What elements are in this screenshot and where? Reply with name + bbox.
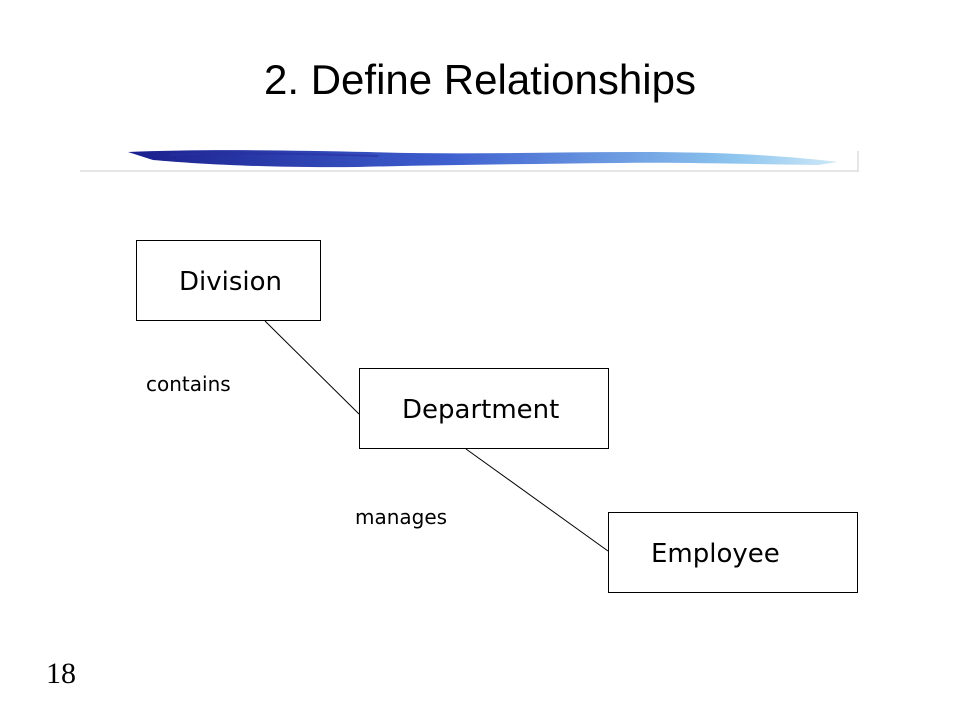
manages-connector-line xyxy=(465,448,609,552)
entity-division: Division xyxy=(136,240,321,321)
entity-department-label: Department xyxy=(402,395,560,425)
slide-title: 2. Define Relationships xyxy=(264,56,696,103)
entity-division-label: Division xyxy=(179,267,283,297)
entity-department: Department xyxy=(359,368,609,449)
entity-employee-label: Employee xyxy=(651,539,780,569)
title-decorative-rule xyxy=(80,150,859,172)
contains-connector-line xyxy=(264,320,360,415)
relationship-contains-label: contains xyxy=(146,372,231,396)
entity-employee: Employee xyxy=(608,512,858,593)
relationship-manages-label: manages xyxy=(355,505,448,529)
page-number: 18 xyxy=(46,657,76,690)
